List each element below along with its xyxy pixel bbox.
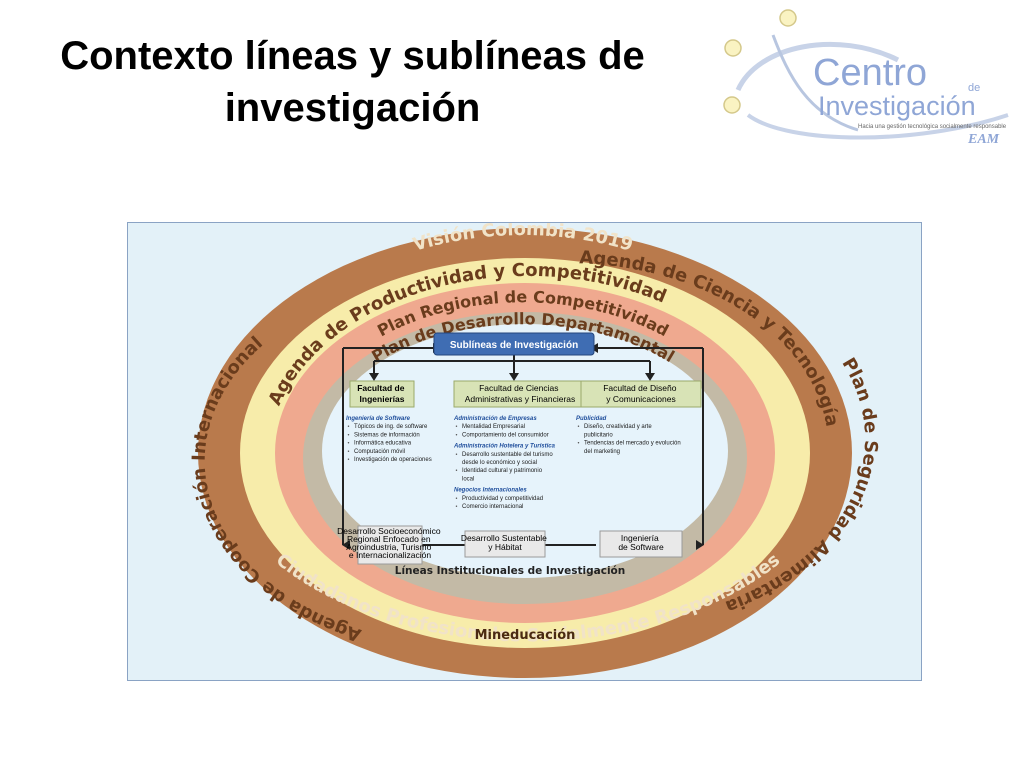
- lineas-institucionales-label: Líneas Institucionales de Investigación: [395, 565, 625, 577]
- linea-text-desarrollo-socioeconomico: Desarrollo Socioeconómico Regional Enfoc…: [337, 526, 443, 560]
- bullet-icon: •: [455, 424, 458, 430]
- bullet-icon: •: [347, 449, 350, 455]
- sublinea-item: publicitario: [584, 432, 613, 438]
- sublinea-group-heading: Administración Hotelera y Turística: [453, 444, 556, 450]
- logo-name-line2: Investigación: [818, 91, 976, 121]
- sublinea-item: local: [462, 476, 474, 482]
- sublinea-item: Comercio internacional: [462, 504, 523, 510]
- sublinea-group-heading: Ingeniería de Software: [346, 416, 411, 422]
- bullet-icon: •: [577, 441, 580, 447]
- research-lines-diagram: Visión Colombia 2019 Agenda de Productiv…: [127, 222, 922, 681]
- bullet-icon: •: [347, 457, 350, 463]
- linea-box-desarrollo-sustentable: [464, 530, 546, 558]
- faculty-box-ciencias-administrativas: [453, 380, 587, 408]
- sublinea-item: Investigación de operaciones: [354, 457, 432, 463]
- slide-title: Contexto líneas y sublíneas de investiga…: [60, 34, 645, 130]
- sublinea-item: del marketing: [584, 449, 620, 455]
- faculty-title-ingenierias: Facultad de Ingenierías: [357, 383, 407, 404]
- centro-investigacion-logo: Centro de Investigación Hacia una gestió…: [723, 9, 1009, 147]
- sublinea-item: Productividad y competitividad: [462, 496, 543, 502]
- sublinea-item: Tópicos de ing. de software: [354, 424, 428, 430]
- logo-institution: EAM: [967, 132, 1000, 147]
- sublinea-group-heading: Administración de Empresas: [453, 416, 537, 422]
- linea-text-ingenieria-software: Ingeniería de Software: [618, 533, 664, 552]
- bullet-icon: •: [455, 468, 458, 474]
- faculty-box-ingenierias: [349, 380, 415, 408]
- sublinea-item: Tendencias del mercado y evolución: [584, 441, 681, 447]
- logo-name-de: de: [968, 82, 980, 94]
- ring-label-mineducacion: Mineducación: [475, 628, 576, 643]
- faculty-box-diseno: [580, 380, 702, 408]
- linea-text-desarrollo-sustentable: Desarrollo Sustentable y Hábitat: [461, 533, 549, 552]
- sublineas-header-label: Sublíneas de Investigación: [450, 340, 578, 351]
- sublinea-item: Identidad cultural y patrimonio: [462, 468, 543, 474]
- sublinea-group-heading: Publicidad: [576, 416, 607, 422]
- faculty-title-diseno: Facultad de Diseño y Comunicaciones: [603, 383, 679, 404]
- bullet-icon: •: [455, 496, 458, 502]
- bullet-icon: •: [577, 424, 580, 430]
- logo-tagline: Hacia una gestión tecnológica socialment…: [858, 124, 1007, 130]
- logo-swoosh-graphic: [723, 9, 1009, 140]
- sublineas-header-box: [433, 332, 595, 356]
- sublinea-item: Comportamiento del consumidor: [462, 432, 549, 438]
- sublinea-item: Informática educativa: [354, 441, 412, 447]
- linea-box-desarrollo-socioeconomico: [357, 525, 423, 565]
- bullet-icon: •: [347, 441, 350, 447]
- logo-name-line1: Centro: [813, 52, 927, 94]
- bullet-icon: •: [455, 432, 458, 438]
- sublinea-item: Computación móvil: [354, 449, 405, 455]
- sublinea-item: Mentalidad Empresarial: [462, 424, 525, 430]
- sublinea-group-heading: Negocios Internacionales: [454, 488, 527, 494]
- bullet-icon: •: [347, 424, 350, 430]
- linea-box-ingenieria-software: [599, 530, 683, 558]
- sublinea-item: Desarrollo sustentable del turismo: [462, 452, 553, 458]
- bullet-icon: •: [347, 432, 350, 438]
- faculty-title-ciencias-administrativas: Facultad de Ciencias Administrativas y F…: [465, 383, 576, 404]
- sublinea-item: desde lo económico y social: [462, 460, 537, 466]
- sublinea-item: Sistemas de información: [354, 432, 420, 438]
- bullet-icon: •: [455, 452, 458, 458]
- bullet-icon: •: [455, 504, 458, 510]
- sublinea-item: Diseño, creatividad y arte: [584, 424, 652, 430]
